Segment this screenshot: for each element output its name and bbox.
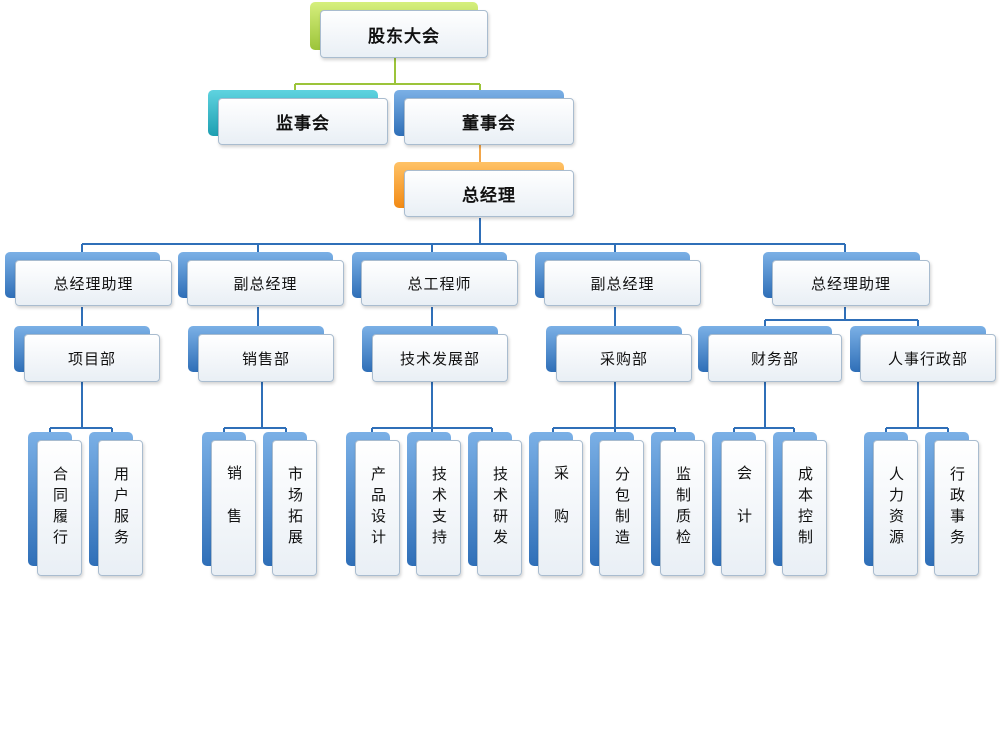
unit-label: 行政事务 (934, 440, 979, 576)
dept-label: 人事行政部 (860, 334, 996, 382)
level2-label: 总经理助理 (772, 260, 930, 306)
board-label: 董事会 (404, 98, 574, 145)
unit-label: 技术研发 (477, 440, 522, 576)
connector-hr-units (885, 382, 949, 438)
unit-label: 市场拓展 (272, 440, 317, 576)
unit-label: 会计 (721, 440, 766, 576)
connector-project-units (49, 382, 113, 438)
unit-label: 采购 (538, 440, 583, 576)
unit-label: 人力资源 (873, 440, 918, 576)
dept-label: 项目部 (24, 334, 160, 382)
unit-label: 监制质检 (660, 440, 705, 576)
unit-label: 合同履行 (37, 440, 82, 576)
unit-label: 成本控制 (782, 440, 827, 576)
connector-finance-units (733, 382, 795, 438)
dept-label: 财务部 (708, 334, 842, 382)
unit-label: 销售 (211, 440, 256, 576)
unit-label: 技术支持 (416, 440, 461, 576)
dept-label: 技术发展部 (372, 334, 508, 382)
level2-label: 副总经理 (187, 260, 344, 306)
dept-label: 采购部 (556, 334, 692, 382)
shareholders-label: 股东大会 (320, 10, 488, 58)
unit-label: 产品设计 (355, 440, 400, 576)
dept-label: 销售部 (198, 334, 334, 382)
connector-purchase-units (552, 382, 676, 438)
level2-label: 总工程师 (361, 260, 518, 306)
connector-shareholders (294, 58, 481, 96)
level2-label: 副总经理 (544, 260, 701, 306)
connector-tech-units (371, 382, 493, 438)
connector-sales-units (223, 382, 287, 438)
connector-level2-depts (81, 307, 919, 330)
unit-label: 用户服务 (98, 440, 143, 576)
unit-label: 分包制造 (599, 440, 644, 576)
supervisors-label: 监事会 (218, 98, 388, 145)
level2-label: 总经理助理 (15, 260, 172, 306)
connector-gm-level2 (81, 218, 846, 258)
gm-label: 总经理 (404, 170, 574, 217)
